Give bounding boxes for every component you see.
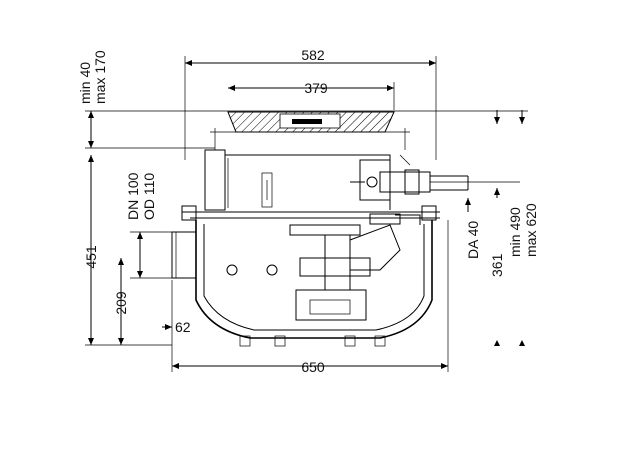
dimension-pipe: DN 100 OD 110	[125, 172, 172, 279]
tank-body	[171, 220, 433, 347]
label-da: DA 40	[465, 221, 481, 259]
cover-plate	[210, 111, 410, 150]
label-cover-max: max 170	[92, 50, 108, 104]
label-dn: DN 100	[125, 172, 141, 220]
dimension-inlet-height: 209	[113, 258, 129, 345]
dimension-bottom-width: 650	[171, 220, 449, 375]
label-361: 361	[489, 253, 505, 277]
label-depth-max: max 620	[523, 203, 539, 257]
pump-assembly	[289, 213, 421, 321]
dimension-inner-width: 379	[228, 80, 395, 110]
shaft-body	[181, 149, 440, 221]
label-od: OD 110	[141, 173, 157, 220]
discharge-pipe	[350, 154, 469, 201]
dimension-cover-depth: min 40 max 170	[77, 50, 528, 149]
dimension-right: DA 40 361 min 490 max 620	[430, 110, 539, 346]
label-379: 379	[304, 80, 328, 96]
label-650: 650	[301, 359, 325, 375]
label-62: 62	[175, 319, 191, 335]
label-depth-min: min 490	[507, 207, 523, 257]
label-cover-min: min 40	[77, 62, 93, 104]
dimension-total-height: 451	[83, 155, 172, 346]
label-209: 209	[113, 291, 129, 315]
dimension-top-width: 582	[184, 47, 437, 160]
label-451: 451	[83, 245, 99, 269]
label-582: 582	[301, 47, 325, 63]
dimension-offset: 62	[162, 319, 191, 335]
